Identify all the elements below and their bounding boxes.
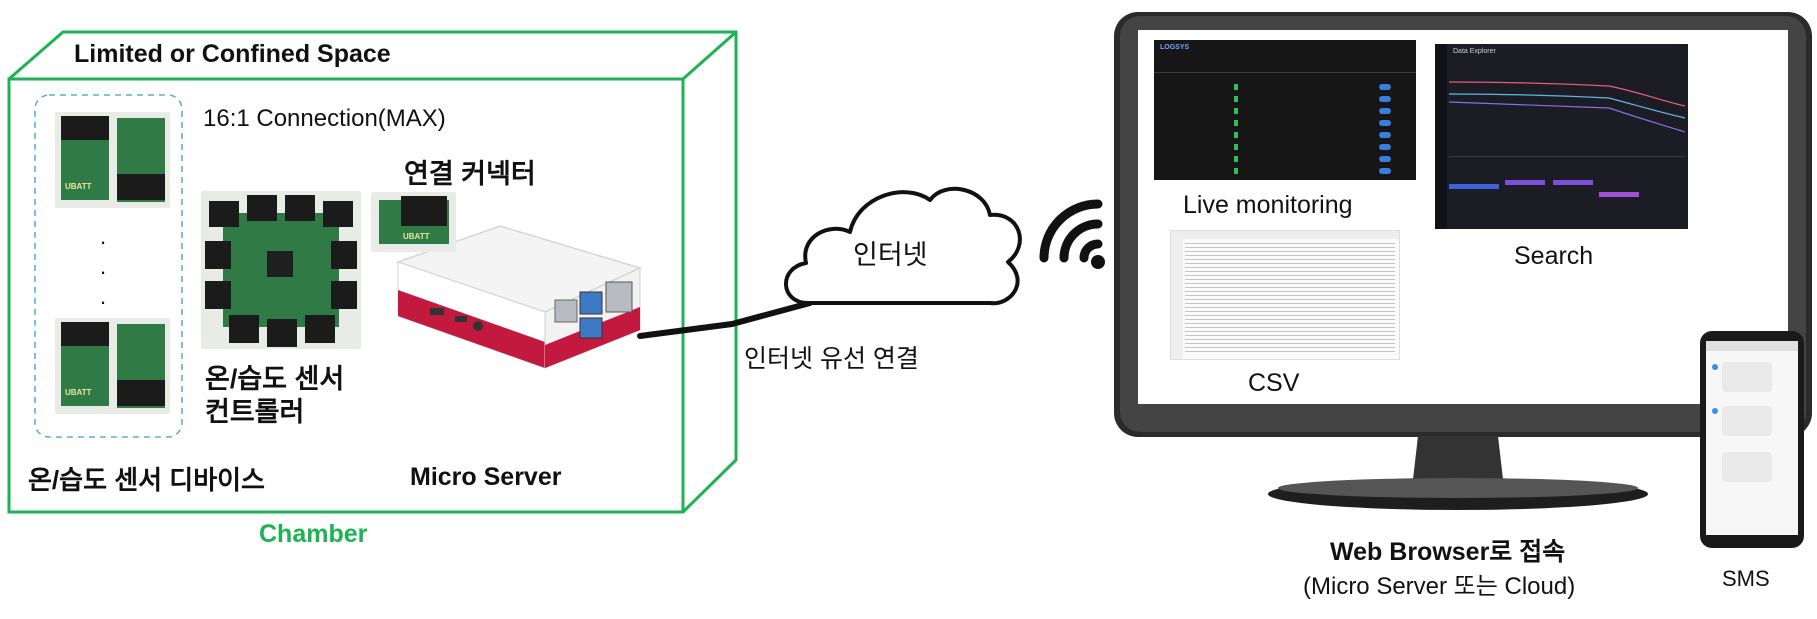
web-browser-access-sub: (Micro Server 또는 Cloud): [1303, 573, 1576, 600]
sms-conversation: [1712, 360, 1792, 520]
connector-brand: UBATT: [403, 232, 430, 241]
device-dots: . . .: [100, 224, 107, 309]
wired-connection-label: 인터넷 유선 연결: [744, 345, 919, 373]
chamber-caption: Chamber: [259, 520, 368, 548]
controller-label-line1: 온/습도 센서: [205, 364, 345, 394]
devices-label: 온/습도 센서 디바이스: [28, 465, 265, 495]
wifi-signal-icon: [1039, 199, 1103, 263]
search-title: Data Explorer: [1453, 48, 1496, 55]
live-monitoring-screenshot: LOGSYS: [1154, 40, 1416, 180]
connector-label: 연결 커넥터: [404, 159, 536, 189]
controller-label: 온/습도 센서 컨트롤러: [205, 363, 344, 429]
chamber-title: Limited or Confined Space: [74, 40, 391, 68]
search-chart: [1449, 81, 1685, 133]
chamber-box: [7, 30, 738, 514]
controller-board-photo: [201, 191, 361, 349]
csv-screenshot: [1170, 230, 1400, 360]
live-brand: LOGSYS: [1160, 44, 1190, 51]
web-browser-access-label: Web Browser로 접속: [1330, 538, 1566, 566]
micro-server-label: Micro Server: [410, 463, 562, 491]
sms-label: SMS: [1722, 566, 1770, 591]
connection-text: 16:1 Connection(MAX): [203, 105, 446, 132]
connector-photo: UBATT: [371, 192, 456, 252]
search-screenshot: Data Explorer: [1435, 44, 1688, 229]
cloud-icon: [784, 186, 1022, 306]
micro-server-device: [395, 225, 643, 369]
sensor-device-photo-top: UBATT: [55, 112, 170, 208]
csv-label: CSV: [1248, 369, 1300, 397]
search-label: Search: [1514, 242, 1594, 270]
device-group-border: [34, 94, 183, 438]
sensor-device-photo-bottom: UBATT: [55, 318, 170, 414]
controller-label-line2: 컨트롤러: [205, 397, 305, 427]
ethernet-cable: [637, 300, 813, 339]
cloud-label: 인터넷: [853, 240, 928, 270]
board-brand: UBATT: [65, 182, 92, 191]
live-monitoring-label: Live monitoring: [1183, 191, 1353, 219]
board-brand: UBATT: [65, 388, 92, 397]
